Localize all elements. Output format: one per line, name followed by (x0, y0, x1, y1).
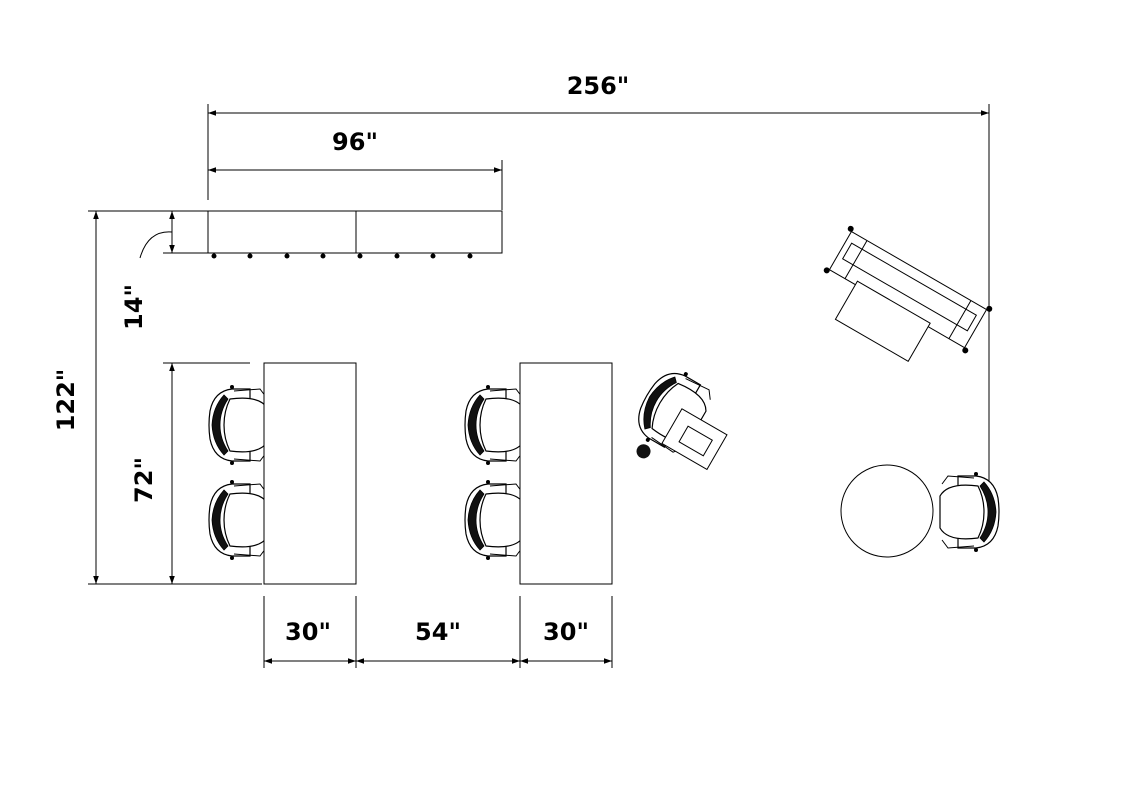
dimension-desk-b-width-label: 30" (543, 618, 589, 646)
desk-right (464, 362, 613, 585)
bench (823, 225, 993, 362)
dimension-total-width: 256" (207, 72, 990, 498)
dimension-total-width-label: 256" (567, 72, 630, 100)
chair (939, 471, 1000, 553)
dimension-shelf-depth-label: 14" (120, 284, 148, 330)
shelf-feet (211, 253, 473, 259)
dimension-aisle-width-label: 54" (415, 618, 461, 646)
dimension-shelf-width-label: 96" (332, 128, 378, 156)
dimension-shelf-depth: 14" (120, 211, 208, 330)
chair (208, 479, 269, 561)
round-table (840, 464, 934, 558)
chair (208, 384, 269, 466)
dimension-desk-a-width-label: 30" (285, 618, 331, 646)
dimension-total-depth: 122" (52, 210, 262, 585)
chair (464, 479, 525, 561)
desk-left (208, 362, 357, 585)
wall-shelf (207, 210, 503, 259)
dimension-shelf-width: 96" (208, 128, 503, 210)
dimension-bottom-row: 30" 54" 30" (263, 596, 613, 668)
chair (464, 384, 525, 466)
dimension-total-depth-label: 122" (52, 369, 80, 432)
dimension-desk-length-label: 72" (130, 457, 158, 503)
dimension-desk-length: 72" (130, 362, 250, 584)
tablet-arm-chair (626, 360, 728, 471)
